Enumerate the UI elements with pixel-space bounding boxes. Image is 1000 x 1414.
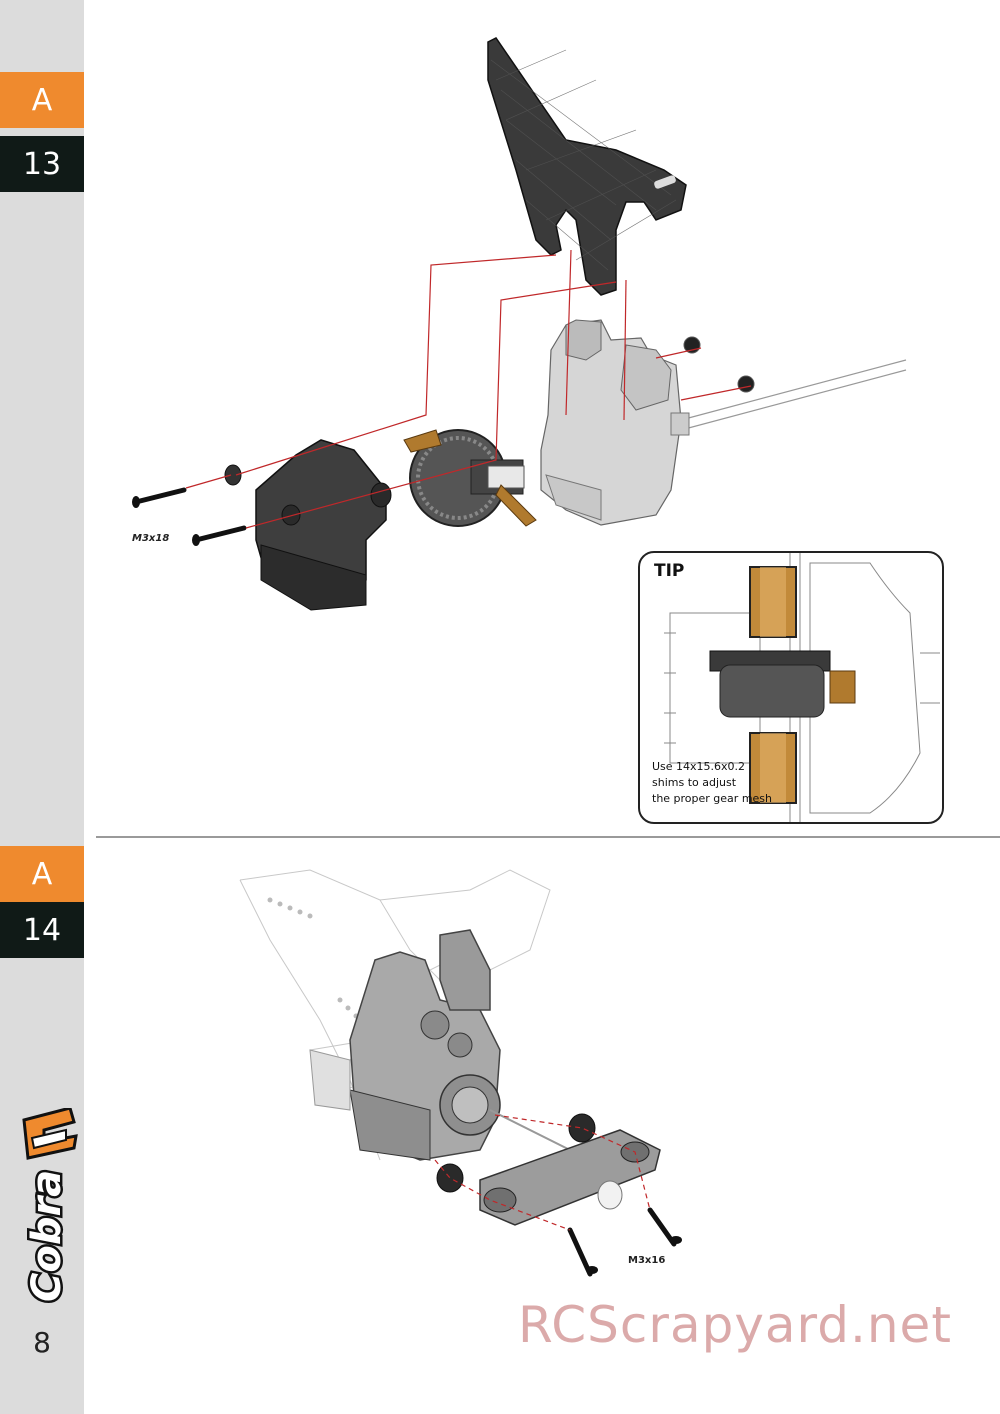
step13-diagram (132, 37, 907, 611)
svg-text:Cobra: Cobra (24, 1170, 70, 1302)
step-letter-14: A (0, 846, 84, 902)
step-letter-13: A (0, 72, 84, 128)
screw-label-m3x18: M3x18 (132, 533, 170, 544)
section-divider (96, 836, 1000, 838)
tip-line-3: the proper gear mesh (652, 792, 773, 805)
page-number: 8 (33, 1325, 51, 1359)
step-number-14: 14 (0, 902, 84, 958)
tip-diagram (664, 553, 940, 822)
screw-label-m3x16: M3x16 (628, 1255, 666, 1266)
watermark: RCScrapyard.net (518, 1296, 952, 1354)
cobra-gt-logo: Cobra (22, 1108, 78, 1304)
tip-box: TIP Use 14x15.6x0.2 shims to adjust the … (638, 551, 944, 824)
step14-diagram (239, 869, 682, 1277)
tip-line-2: shims to adjust (652, 776, 737, 789)
tip-text: Use 14x15.6x0.2 shims to adjust the prop… (652, 759, 772, 807)
tip-line-1: Use 14x15.6x0.2 (652, 760, 746, 773)
step-number-13: 13 (0, 136, 84, 192)
sidebar (0, 0, 84, 1414)
tip-title: TIP (654, 561, 685, 581)
